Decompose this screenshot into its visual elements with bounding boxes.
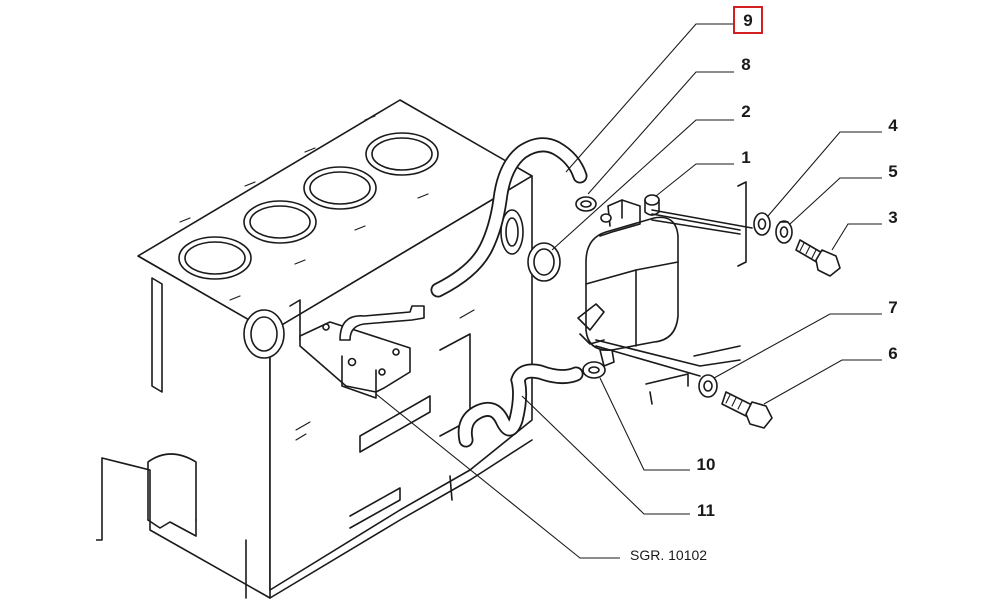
seal-ring-part-2 [527, 242, 561, 282]
reference-code: SGR. 10102 [630, 547, 707, 563]
leader-7 [713, 313, 882, 379]
engine-block [96, 99, 533, 599]
bolt-part-3 [795, 239, 841, 277]
callout-9: 9 [743, 11, 752, 30]
callout-labels: 9 8 2 1 4 5 3 7 6 10 11 SGR. 10102 [630, 6, 898, 563]
leader-8 [587, 71, 734, 195]
mounting-bracket [595, 181, 753, 405]
callout-11: 11 [697, 501, 715, 520]
hose-upper-part-9 [430, 137, 588, 298]
callout-1: 1 [741, 148, 750, 167]
callout-8: 8 [741, 55, 750, 74]
callout-10: 10 [697, 455, 716, 474]
callout-4: 4 [888, 116, 898, 135]
callout-7: 7 [888, 298, 897, 317]
leader-1 [655, 163, 734, 197]
leader-sgr [375, 393, 620, 559]
leader-2 [551, 119, 734, 251]
bolt-part-6 [721, 391, 773, 429]
highlight-box-9 [733, 6, 763, 34]
clamp-part-10 [582, 361, 606, 379]
callout-6: 6 [888, 344, 897, 363]
lock-washer-part-5 [775, 220, 793, 244]
breather-bracket [299, 305, 425, 399]
washer-part-4 [753, 212, 771, 236]
washer-part-7 [698, 374, 718, 398]
callout-3: 3 [888, 208, 897, 227]
callout-5: 5 [888, 162, 897, 181]
leader-4 [767, 131, 882, 217]
clamp-part-8 [575, 196, 597, 212]
leader-6 [763, 359, 882, 405]
callout-2: 2 [741, 102, 750, 121]
leader-11 [521, 395, 690, 515]
leader-3 [831, 223, 882, 251]
leader-5 [789, 177, 882, 225]
leader-lines [375, 23, 882, 559]
leader-9 [565, 23, 734, 173]
oil-separator-part-1 [577, 194, 679, 367]
leader-10 [599, 377, 690, 471]
hose-lower-part-11 [457, 363, 584, 448]
